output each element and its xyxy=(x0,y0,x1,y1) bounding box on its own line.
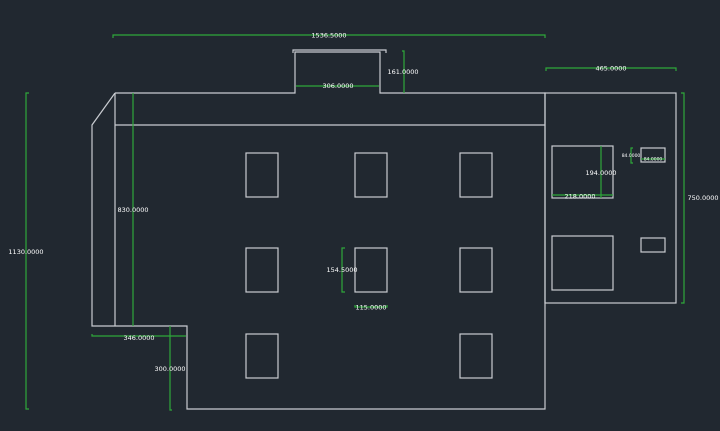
window xyxy=(459,333,493,379)
window xyxy=(459,152,493,198)
dim-left-wing-height-label: 830.0000 xyxy=(117,206,148,214)
window xyxy=(459,247,493,293)
annex-box-upper xyxy=(551,145,614,199)
dim-small-box-height xyxy=(630,147,633,164)
window xyxy=(354,247,388,293)
dim-annex-height-label: 750.0000 xyxy=(687,194,718,202)
annex-small-box-lower xyxy=(640,237,666,253)
top-protrusion-cap xyxy=(292,49,387,53)
dim-annex-width-label: 465.0000 xyxy=(595,65,626,73)
window xyxy=(245,152,279,198)
annex-box-lower xyxy=(551,235,614,291)
dim-annex-box-height-label: 194.0000 xyxy=(585,169,616,177)
dim-small-box-height-label: 84.0000 xyxy=(622,153,641,159)
dim-bottom-left-width-label: 346.0000 xyxy=(123,334,154,342)
dim-small-box-width-label: 84.0000 xyxy=(644,157,663,163)
dim-window-width xyxy=(354,305,388,308)
dim-overall-width xyxy=(112,34,546,38)
dim-bottom-left-height xyxy=(169,326,172,411)
dim-overall-width-label: 1536.5000 xyxy=(311,32,346,40)
window xyxy=(245,247,279,293)
annex-small-box-upper xyxy=(640,147,666,163)
dim-bottom-left-width xyxy=(91,334,186,337)
dim-overall-height-label: 1130.0000 xyxy=(8,248,43,256)
windows xyxy=(245,152,493,379)
dim-window-height-label: 154.5000 xyxy=(326,266,357,274)
dim-window-height xyxy=(341,247,345,293)
dim-window-width-label: 115.0000 xyxy=(355,304,386,312)
dim-top-protrusion-width-label: 306.0000 xyxy=(322,82,353,90)
dim-annex-box-width-label: 218.0000 xyxy=(564,193,595,201)
dim-annex-height xyxy=(681,92,685,304)
dim-bottom-left-height-label: 300.0000 xyxy=(154,365,185,373)
annex-outline xyxy=(544,92,677,304)
window xyxy=(245,333,279,379)
dim-overall-height xyxy=(25,92,29,410)
dim-top-protrusion-height-label: 161.0000 xyxy=(387,68,418,76)
dim-annex-width xyxy=(545,67,677,71)
dim-top-protrusion-height xyxy=(402,50,405,93)
window xyxy=(354,152,388,198)
main-building-outline xyxy=(91,51,546,410)
